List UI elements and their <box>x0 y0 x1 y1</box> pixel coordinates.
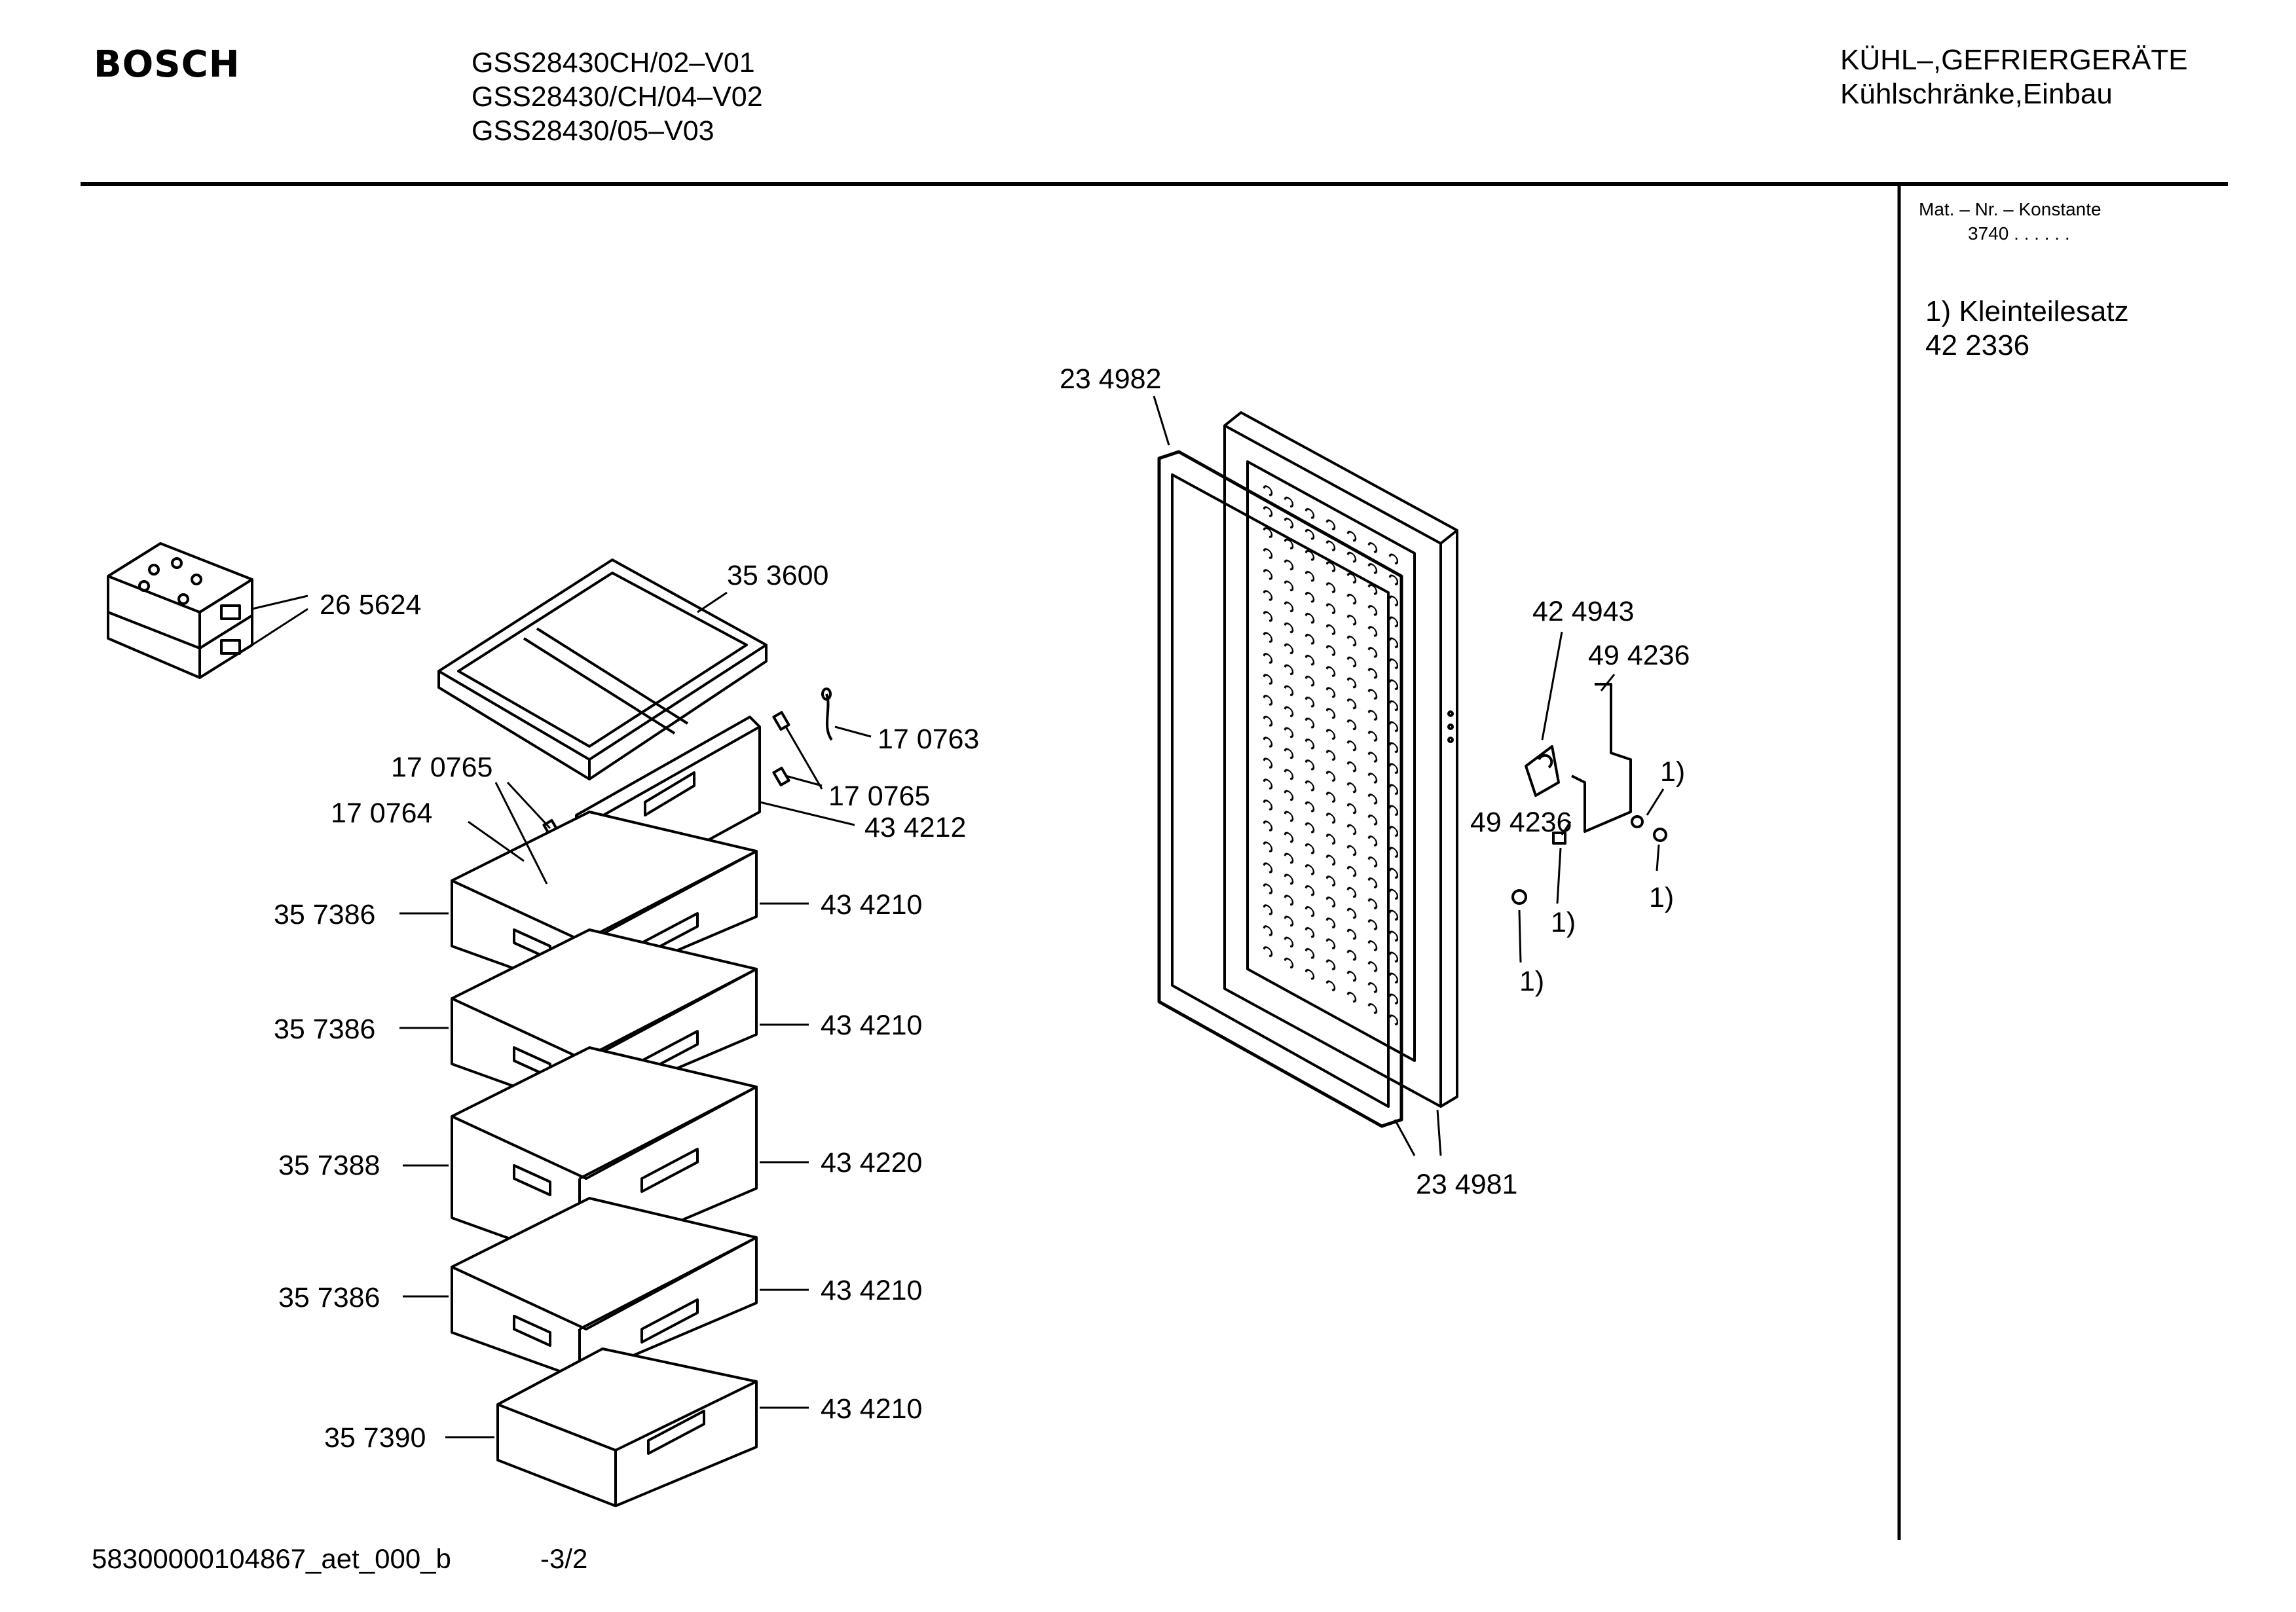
drawer-357386-c <box>451 1197 758 1380</box>
part-label-170763: 17 0763 <box>878 724 980 755</box>
model-number: GSS28430CH/02–V01 <box>472 47 755 79</box>
part-label-170765: 17 0765 <box>828 780 931 812</box>
ice-pack-pair <box>107 542 253 679</box>
drawer-357390 <box>496 1347 758 1507</box>
part-label-494236: 49 4236 <box>1588 640 1690 671</box>
part-label-494236: 49 4236 <box>1470 807 1572 838</box>
mat-nr-label: Mat. – Nr. – Konstante <box>1919 199 2102 219</box>
footnote-marker: 1) <box>1660 756 1686 788</box>
brand-logo: BOSCH <box>94 43 240 86</box>
part-label-265624: 26 5624 <box>320 589 422 621</box>
part-label-357386: 35 7386 <box>278 1282 380 1313</box>
category-title: KÜHL–,GEFRIERGERÄTE <box>1840 44 2188 76</box>
freezer-door <box>1223 411 1458 1108</box>
small-parts-note: 1) Kleinteilesatz 42 2336 <box>1925 295 2129 363</box>
part-label-357388: 35 7388 <box>278 1150 380 1181</box>
part-label-434210: 43 4210 <box>821 1275 923 1306</box>
part-label-234982: 23 4982 <box>1060 363 1162 395</box>
footnote-marker: 1) <box>1551 907 1576 938</box>
part-label-434210: 43 4210 <box>821 1010 923 1041</box>
category: KÜHL–,GEFRIERGERÄTE Kühlschränke,Einbau <box>1840 43 2188 111</box>
page-number: -3/2 <box>540 1543 588 1574</box>
part-label-170765: 17 0765 <box>391 752 493 783</box>
model-number: GSS28430/05–V03 <box>472 115 714 147</box>
shelf-tray <box>437 559 768 780</box>
small-parts-number: 42 2336 <box>1925 329 2030 361</box>
door-gasket <box>1157 450 1403 1128</box>
door-hinge <box>1511 683 1667 905</box>
part-label-170764: 17 0764 <box>331 797 433 829</box>
category-subtitle: Kühlschränke,Einbau <box>1840 78 2113 110</box>
part-label-234981: 23 4981 <box>1416 1169 1518 1200</box>
part-label-357386: 35 7386 <box>274 899 376 930</box>
footnote-marker: 1) <box>1519 966 1545 997</box>
footnote-marker: 1) <box>1649 882 1675 913</box>
small-parts-title: 1) Kleinteilesatz <box>1925 295 2129 327</box>
leader-lines <box>251 395 1665 1438</box>
part-label-434212: 43 4212 <box>864 812 967 843</box>
part-label-434220: 43 4220 <box>821 1147 923 1179</box>
part-label-357390: 35 7390 <box>324 1422 426 1454</box>
part-label-434210: 43 4210 <box>821 889 923 921</box>
mat-nr-value: 3740 . . . . . . <box>1968 223 2070 244</box>
part-label-434210: 43 4210 <box>821 1393 923 1425</box>
model-number: GSS28430/CH/04–V02 <box>472 81 763 113</box>
document-id: 58300000104867_aet_000_b <box>92 1543 451 1574</box>
model-list: GSS28430CH/02–V01 GSS28430/CH/04–V02 GSS… <box>472 46 763 148</box>
part-label-424943: 42 4943 <box>1532 596 1635 627</box>
part-label-353600: 35 3600 <box>727 560 829 591</box>
part-label-357386: 35 7386 <box>274 1014 376 1045</box>
